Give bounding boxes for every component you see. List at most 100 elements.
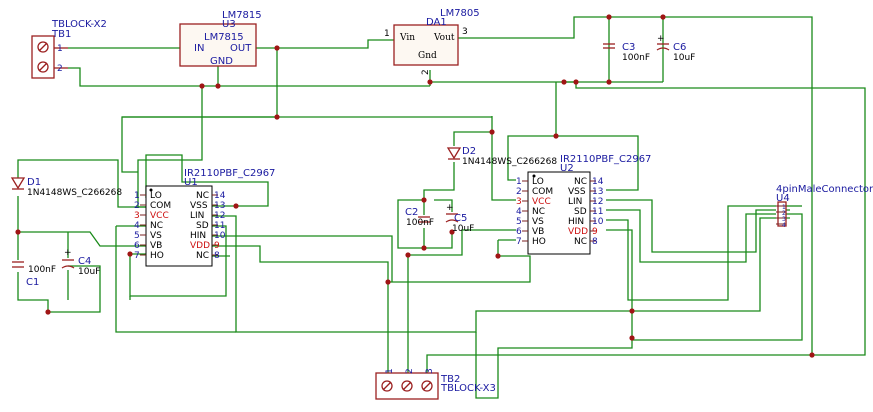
u2-right-pin-name: SD [574,207,587,217]
c6-plus-icon: + [657,34,665,44]
u2-right-pin-number: 13 [592,187,603,197]
u1-right-pin-number: 9 [214,241,220,251]
u2-right-pin-name: VDD [568,227,588,237]
u1-right-pin-number: 12 [214,211,225,221]
u2-ref-label: U2 [560,163,574,174]
u2-right-pin-name: NC [574,177,587,187]
u1-left-pin-number: 4 [134,221,140,231]
junctions [15,14,815,358]
u2-left-pin-name: VCC [532,197,551,207]
u3-body-label: LM7815 [204,32,244,43]
junction [606,14,612,20]
c2-value-label: 100nF [406,218,434,228]
capacitor-c2: C2 100nF [405,207,434,228]
junction [405,252,411,258]
d1-value-label: 1N4148WS_C266268 [27,188,122,198]
u1-left-pin-name: VCC [150,211,169,221]
tb1-type-label: TBLOCK-X2 [51,19,107,30]
d2-ref-label: D2 [462,146,476,157]
tb1-pin-2: 2 [57,64,63,74]
regulator-u3: LM7815 U3 LM7815 IN OUT GND [179,10,262,67]
u1-left-pin-name: VB [150,241,162,251]
u2-right-pin-number: 10 [592,217,604,227]
u1-right-pin-name: NC [196,251,209,261]
u2-left-pin-name: HO [532,237,546,247]
capacitor-c4: + C4 10uF [61,248,100,277]
c6-ref-label: C6 [673,42,686,53]
u1-left-pin-number: 5 [134,231,140,241]
u2-left-pin-name: VS [532,217,544,227]
u1-right-pin-name: VDD [190,241,210,251]
u1-right-pin-name: NC [196,191,209,201]
tb1-pin-1: 1 [57,44,63,54]
da1-ref-label: DA1 [426,17,447,28]
u1-left-pin-number: 2 [134,201,140,211]
u1-right-pin-number: 14 [214,191,226,201]
u1-left-pin-name: NC [150,221,163,231]
u2-left-pin-number: 4 [516,207,522,217]
connector-u4: 4pinMaleConnector U4 1 2 3 4 [776,184,873,229]
junction [629,308,635,314]
junction [427,79,433,85]
c4-ref-label: C4 [78,256,91,267]
regulator-da1: LM7805 DA1 Vin Vout Gnd 1 3 2 [384,8,480,75]
diode-d2: D2 1N4148WS_C266268 [446,146,557,167]
u1-right-pin-name: SD [196,221,209,231]
d1-ref-label: D1 [27,177,41,188]
u2-right-pin-name: LIN [568,197,582,207]
u4-ref-label: U4 [776,193,790,204]
u1-right-pin-name: HIN [190,231,206,241]
u2-left-pin-name: NC [532,207,545,217]
c5-value-label: 10uF [452,224,474,234]
u1-ref-label: U1 [184,177,198,188]
u2-left-pin-number: 7 [516,237,522,247]
tb2-pin-3: 3 [425,368,435,374]
capacitor-c3: C3 100nF [603,42,650,63]
c4-plus-icon: + [64,248,72,258]
da1-pin3-num: 3 [462,27,468,37]
u2-left-pin-number: 5 [516,217,522,227]
u2-right-pin-name: VSS [568,187,586,197]
da1-pin1-num: 1 [384,29,390,39]
u2-left-pin-name: COM [532,187,553,197]
terminal-block-tb1: TBLOCK-X2 TB1 1 2 [31,19,107,79]
junction [660,14,666,20]
junction [495,253,501,259]
da1-pin2-num: 2 [421,69,431,75]
u1-right-pin-number: 11 [214,221,225,231]
u1-left-pin-name: LO [150,191,162,201]
u4-pin-3: 3 [782,216,786,223]
u1-left-pin-name: HO [150,251,164,261]
u2-right-pin-name: HIN [568,217,584,227]
u1-left-pin-number: 6 [134,241,140,251]
capacitor-c6: + C6 10uF [656,34,695,63]
u1-left-pin-name: COM [150,201,171,211]
junction [561,79,567,85]
c3-ref-label: C3 [622,42,635,53]
da1-vout-pin: Vout [433,33,455,43]
junction [233,203,239,209]
wires [17,16,866,399]
u3-out-pin: OUT [230,43,252,54]
u4-part-label: 4pinMaleConnector [776,184,873,195]
c1-ref-label: C1 [26,277,39,288]
u2-left-pin-number: 6 [516,227,522,237]
u1-left-pin-number: 3 [134,211,140,221]
u1-left-pin-number: 7 [134,251,140,261]
da1-gnd-pin: Gnd [418,51,437,61]
c1-value-label: 100nF [28,265,56,275]
c2-ref-label: C2 [405,207,418,218]
u1-right-pin-name: LIN [190,211,204,221]
junction [199,83,205,89]
u1-part-label: IR2110PBF_C2967 [184,168,275,179]
tb2-ref-label: TB2 [440,374,460,385]
junction [629,335,635,341]
tb2-type-label: TBLOCK-X3 [440,383,496,394]
junction [274,45,280,51]
capacitor-c5: + C5 10uF [445,203,474,234]
u2-part-label: IR2110PBF_C2967 [560,154,651,165]
u1-left-pin-name: VS [150,231,162,241]
